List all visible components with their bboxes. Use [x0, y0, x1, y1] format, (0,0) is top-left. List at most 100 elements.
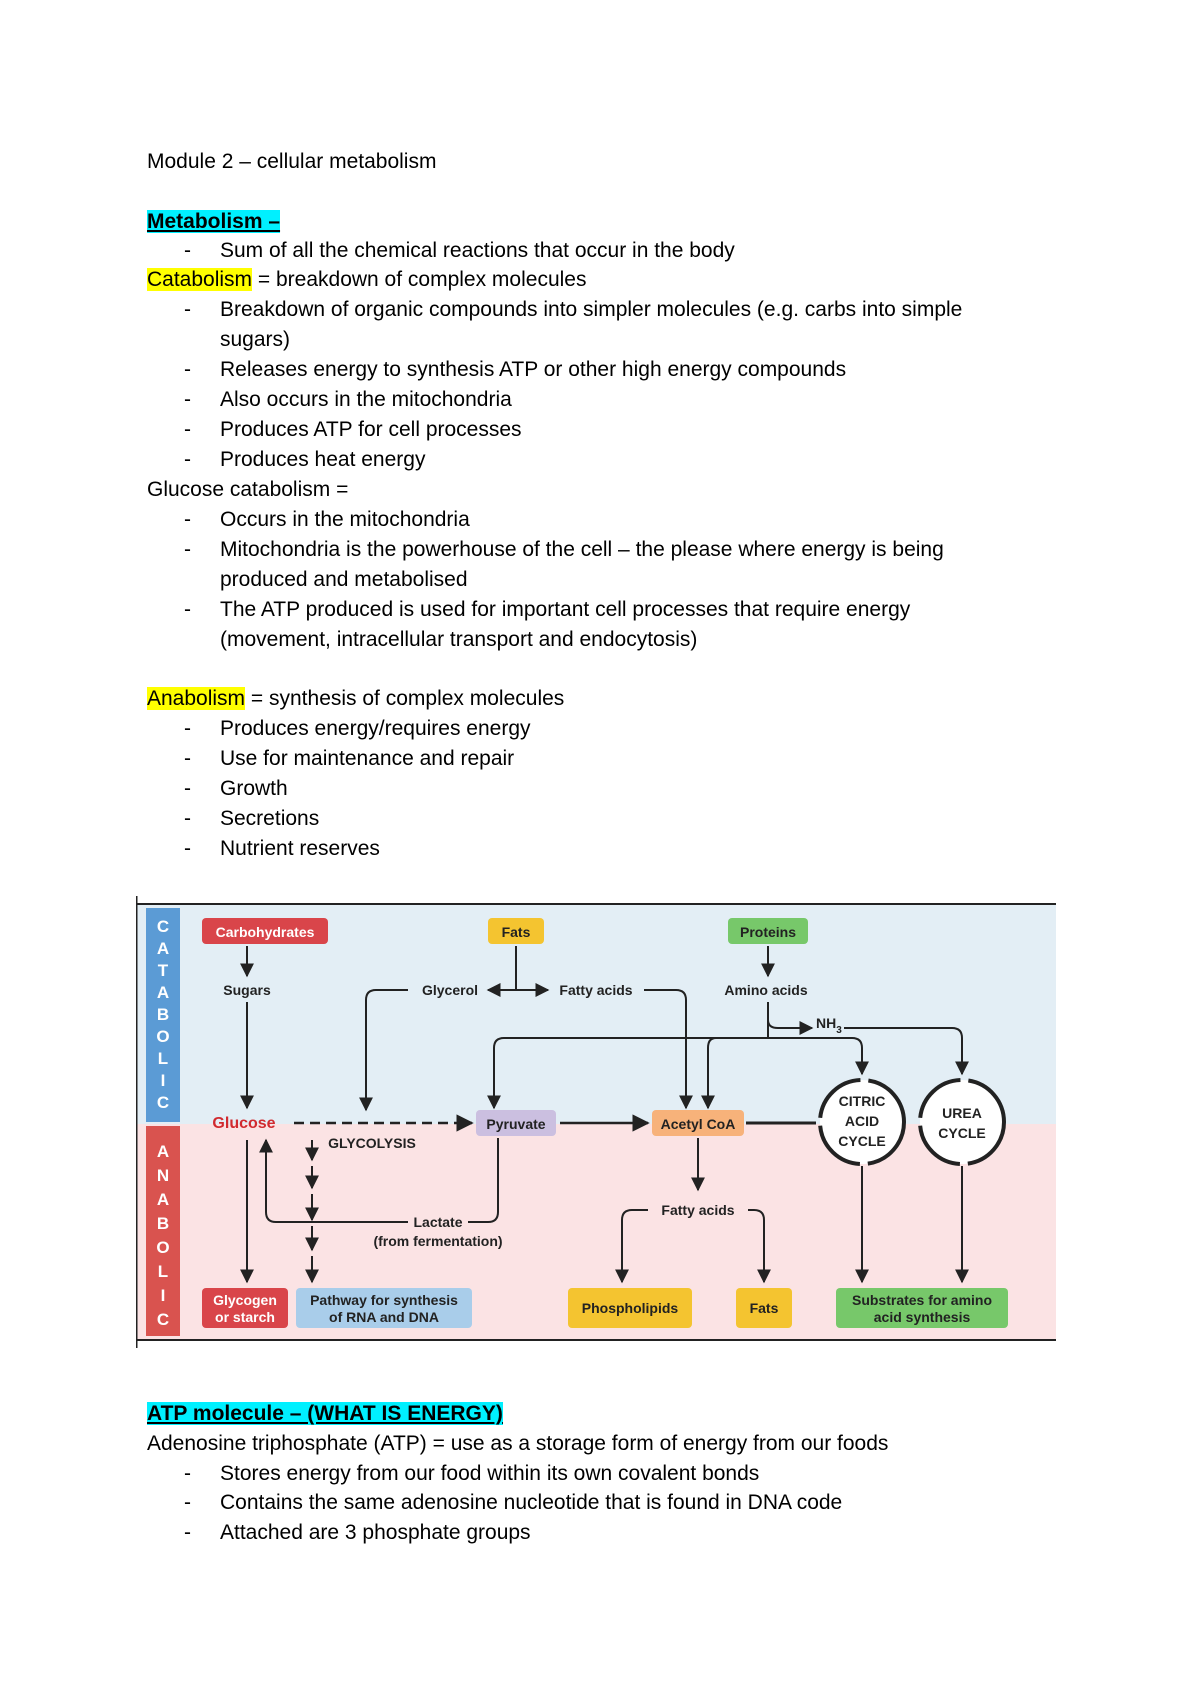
catabolic-letter: T — [158, 961, 169, 980]
atp-heading: ATP molecule – (WHAT IS ENERGY) — [147, 1402, 503, 1425]
pyruvate-box — [476, 1110, 556, 1136]
anabolic-letter: O — [156, 1238, 169, 1257]
list-item: Releases energy to synthesis ATP or othe… — [220, 358, 847, 381]
list-item: Stores energy from our food within its o… — [220, 1462, 760, 1485]
list-item: Sum of all the chemical reactions that o… — [220, 239, 735, 262]
catabolism-term: Catabolism — [147, 268, 253, 291]
catabolic-letter: C — [157, 1093, 169, 1112]
bullet-dash: - — [184, 1462, 191, 1485]
glycolysis-label: GLYCOLYSIS — [328, 1135, 416, 1151]
metabolism-heading: Metabolism – — [147, 210, 281, 233]
section-heading-catabolism: Catabolism = breakdown of complex molecu… — [147, 266, 586, 294]
anabolic-letter: N — [157, 1166, 169, 1185]
list-item: Use for maintenance and repair — [220, 747, 515, 770]
section-heading-atp: ATP molecule – (WHAT IS ENERGY) — [147, 1400, 503, 1428]
sugars-label: Sugars — [223, 982, 271, 998]
list-item: Secretions — [220, 807, 320, 830]
bullet-dash: - — [184, 598, 191, 621]
bullet-dash: - — [184, 777, 191, 800]
fats-product-box — [736, 1288, 792, 1328]
list-item: Produces heat energy — [220, 448, 426, 471]
section-heading-anabolism: Anabolism = synthesis of complex molecul… — [147, 685, 564, 713]
glycerol-label: Glycerol — [422, 982, 478, 998]
citric-cycle-label-3: CYCLE — [838, 1133, 885, 1149]
anabolism-term: Anabolism — [147, 687, 246, 710]
anabolism-definition: = synthesis of complex molecules — [245, 687, 565, 710]
citric-cycle-label-1: CITRIC — [839, 1093, 886, 1109]
bullet-dash: - — [184, 1521, 191, 1544]
glycogen-label-2: or starch — [215, 1309, 275, 1325]
carbohydrates-label: Carbohydrates — [216, 924, 315, 940]
urea-cycle-circle — [918, 1078, 1006, 1166]
lactate-label: Lactate — [413, 1214, 462, 1230]
section-heading-metabolism: Metabolism – — [147, 208, 281, 236]
anabolic-sidebar — [146, 1126, 180, 1336]
bullet-dash: - — [184, 358, 191, 381]
bullet-dash: - — [184, 298, 191, 321]
citric-acid-cycle-circle — [818, 1078, 906, 1166]
list-item: Produces ATP for cell processes — [220, 418, 522, 441]
section-heading-glucose-catabolism: Glucose catabolism = — [147, 478, 349, 501]
page-title: Module 2 – cellular metabolism — [147, 150, 437, 173]
fatty-acids-top-label: Fatty acids — [559, 982, 632, 998]
bullet-dash: - — [184, 418, 191, 441]
pathway-rna-dna-box — [296, 1288, 472, 1328]
fats-source-box — [488, 918, 544, 944]
list-item: Attached are 3 phosphate groups — [220, 1521, 531, 1544]
bullet-dash: - — [184, 717, 191, 740]
bullet-dash: - — [184, 508, 191, 531]
urea-cycle-label-1: UREA — [942, 1105, 982, 1121]
list-item: Contains the same adenosine nucleotide t… — [220, 1491, 843, 1514]
anabolic-letter: C — [157, 1310, 169, 1329]
substrates-label-2: acid synthesis — [874, 1309, 971, 1325]
substrates-label-1: Substrates for amino — [852, 1292, 992, 1308]
list-item: Produces energy/requires energy — [220, 717, 531, 740]
anabolic-letter: A — [157, 1190, 169, 1209]
acetyl-coa-box — [652, 1110, 744, 1136]
anabolic-letter: L — [158, 1262, 168, 1281]
list-item: Nutrient reserves — [220, 837, 380, 860]
list-item: Growth — [220, 777, 288, 800]
bullet-dash: - — [184, 837, 191, 860]
proteins-label: Proteins — [740, 924, 796, 940]
phospholipids-label: Phospholipids — [582, 1300, 679, 1316]
proteins-box — [728, 918, 808, 944]
fats-product-label: Fats — [750, 1300, 779, 1316]
fatty-acids-bottom-label: Fatty acids — [661, 1202, 734, 1218]
atp-intro: Adenosine triphosphate (ATP) = use as a … — [147, 1432, 889, 1455]
catabolic-letter: I — [161, 1071, 166, 1090]
list-item-continuation: (movement, intracellular transport and e… — [220, 628, 698, 651]
list-item: Breakdown of organic compounds into simp… — [220, 298, 963, 321]
list-item: Mitochondria is the powerhouse of the ce… — [220, 538, 944, 561]
fats-source-label: Fats — [502, 924, 531, 940]
metabolism-diagram: C A T A B O L I C A N A B O L I C Carboh… — [136, 890, 1056, 1350]
urea-cycle-label-2: CYCLE — [938, 1125, 985, 1141]
list-item: Occurs in the mitochondria — [220, 508, 470, 531]
catabolism-definition: = breakdown of complex molecules — [252, 268, 587, 291]
bullet-dash: - — [184, 747, 191, 770]
catabolic-letter: C — [157, 917, 169, 936]
substrates-box — [836, 1288, 1008, 1328]
pathway-label-2: of RNA and DNA — [329, 1309, 439, 1325]
phospholipids-box — [568, 1288, 692, 1328]
citric-cycle-label-2: ACID — [845, 1113, 879, 1129]
amino-acids-label: Amino acids — [724, 982, 807, 998]
catabolic-sidebar — [146, 908, 180, 1122]
bullet-dash: - — [184, 807, 191, 830]
from-fermentation-label: (from fermentation) — [373, 1233, 502, 1249]
catabolic-letter: B — [157, 1005, 169, 1024]
bullet-dash: - — [184, 448, 191, 471]
list-item-continuation: produced and metabolised — [220, 568, 468, 591]
glucose-label: Glucose — [212, 1115, 275, 1132]
list-item: Also occurs in the mitochondria — [220, 388, 512, 411]
anabolic-letter: I — [161, 1286, 166, 1305]
catabolic-letter: A — [157, 983, 169, 1002]
pathway-label-1: Pathway for synthesis — [310, 1292, 458, 1308]
bullet-dash: - — [184, 388, 191, 411]
bullet-dash: - — [184, 538, 191, 561]
bullet-dash: - — [184, 239, 191, 262]
acetyl-coa-label: Acetyl CoA — [661, 1116, 736, 1132]
list-item-continuation: sugars) — [220, 328, 291, 351]
pyruvate-label: Pyruvate — [486, 1116, 545, 1132]
